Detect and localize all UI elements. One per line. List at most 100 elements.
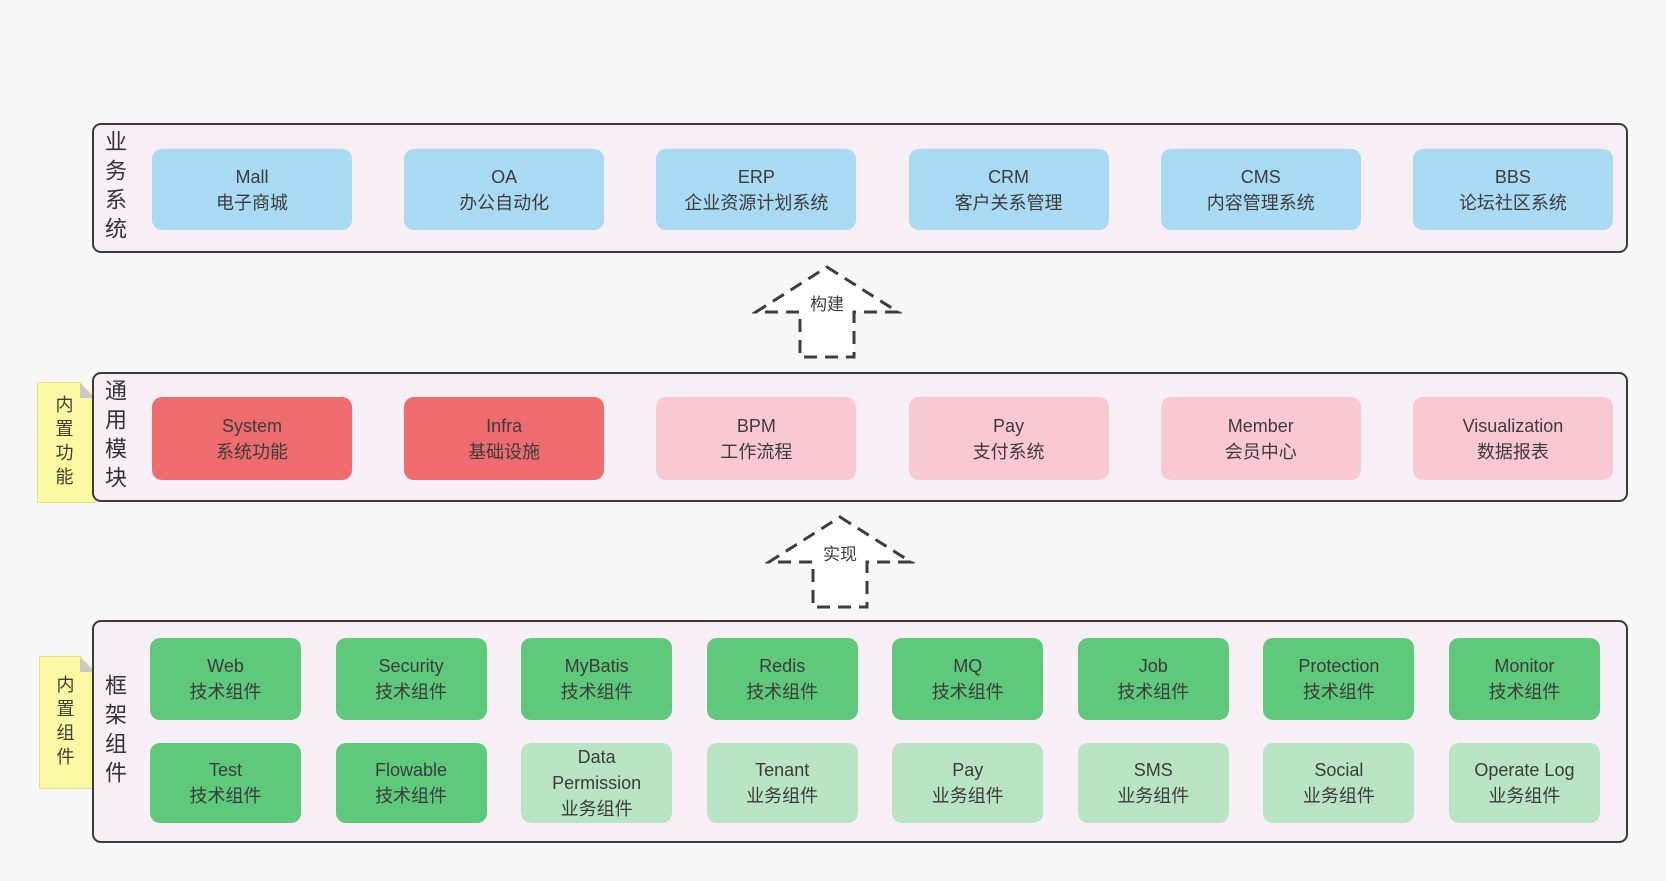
box-subtitle: 技术组件	[1302, 682, 1375, 702]
box-subtitle: 办公自动化	[459, 192, 550, 213]
box-subtitle: 内容管理系统	[1206, 192, 1315, 213]
note-built-in-components-label: 内置组件	[54, 674, 75, 771]
box-subtitle: 业务组件	[1117, 786, 1190, 806]
box-title: Test	[208, 760, 242, 780]
box-title: Redis	[759, 656, 806, 676]
box-title: Job	[1138, 656, 1168, 676]
box-subtitle: 工作流程	[720, 441, 793, 462]
box-title: Pay	[993, 415, 1025, 436]
box-subtitle: 技术组件	[189, 682, 262, 702]
box-title: Data Permission	[552, 747, 642, 793]
box-pay: Pay 支付系统	[908, 397, 1109, 480]
box-subtitle: 技术组件	[375, 786, 448, 806]
box-subtitle: 支付系统	[972, 441, 1045, 462]
box-subtitle: 基础设施	[468, 441, 541, 462]
box-title: BPM	[736, 415, 776, 436]
common-modules-row: System 系统功能 Infra 基础设施 BPM 工作流程 Pay 支付系统…	[152, 397, 1613, 480]
box-subtitle: 数据报表	[1476, 441, 1549, 462]
box-title: Mall	[235, 166, 269, 187]
box-subtitle: 技术组件	[189, 786, 262, 806]
box-subtitle: 业务组件	[931, 786, 1004, 806]
box-title: CMS	[1240, 166, 1281, 187]
box-web: Web 技术组件	[150, 638, 301, 720]
box-title: Operate Log	[1474, 760, 1575, 780]
box-social: Social 业务组件	[1263, 743, 1415, 823]
build-arrow: 构建	[752, 264, 902, 360]
box-subtitle: 会员中心	[1224, 441, 1297, 462]
box-job: Job 技术组件	[1077, 638, 1229, 720]
box-redis: Redis 技术组件	[706, 638, 858, 720]
box-title: SMS	[1133, 760, 1173, 780]
box-title: Flowable	[375, 760, 448, 780]
box-bpm: BPM 工作流程	[656, 397, 857, 480]
box-subtitle: 业务组件	[1488, 786, 1561, 806]
box-title: OA	[491, 166, 518, 187]
panel-business-systems-label: 业务系统	[102, 130, 127, 246]
box-title: Monitor	[1494, 656, 1555, 676]
box-infra: Infra 基础设施	[404, 397, 605, 480]
box-member: Member 会员中心	[1160, 397, 1361, 480]
box-title: MQ	[953, 656, 983, 676]
box-sms: SMS 业务组件	[1077, 743, 1229, 823]
panel-framework-components-label: 框架组件	[102, 673, 127, 790]
box-subtitle: 技术组件	[1117, 682, 1190, 702]
box-title: Pay	[952, 760, 984, 780]
panel-common-modules-label: 通用模块	[102, 379, 127, 495]
implement-arrow-label: 实现	[820, 544, 860, 566]
box-title: Web	[207, 656, 244, 676]
box-monitor: Monitor 技术组件	[1448, 638, 1600, 720]
box-mybatis: MyBatis 技术组件	[521, 638, 673, 720]
box-flowable: Flowable 技术组件	[335, 743, 487, 823]
box-subtitle: 业务组件	[1302, 786, 1375, 806]
box-security: Security 技术组件	[335, 638, 487, 720]
business-systems-row: Mall 电子商城 OA 办公自动化 ERP 企业资源计划系统 CRM 客户关系…	[152, 149, 1613, 230]
box-mall: Mall 电子商城	[152, 149, 352, 230]
panel-business-systems: 业务系统 Mall 电子商城 OA 办公自动化 ERP 企业资源计划系统 CRM…	[92, 123, 1628, 253]
box-title: Member	[1227, 415, 1294, 436]
box-system: System 系统功能	[152, 397, 352, 480]
box-title: Visualization	[1462, 415, 1564, 436]
panel-common-modules: 通用模块 System 系统功能 Infra 基础设施 BPM 工作流程 Pay…	[92, 372, 1628, 502]
box-subtitle: 技术组件	[1488, 682, 1561, 702]
box-crm: CRM 客户关系管理	[908, 149, 1109, 230]
box-bbs: BBS 论坛社区系统	[1412, 149, 1613, 230]
box-subtitle: 技术组件	[931, 682, 1004, 702]
box-subtitle: 技术组件	[746, 682, 819, 702]
box-visualization: Visualization 数据报表	[1412, 397, 1613, 480]
note-built-in-components: 内置组件	[39, 656, 96, 789]
box-subtitle: 论坛社区系统	[1458, 192, 1567, 213]
box-title: Infra	[486, 415, 523, 436]
box-title: Tenant	[755, 760, 810, 780]
box-operate-log: Operate Log 业务组件	[1448, 743, 1600, 823]
box-pay-component: Pay 业务组件	[892, 743, 1044, 823]
box-title: Social	[1314, 760, 1364, 780]
box-subtitle: 技术组件	[375, 682, 448, 702]
note-built-in-features: 内置功能	[37, 382, 96, 503]
box-mq: MQ 技术组件	[892, 638, 1044, 720]
box-title: ERP	[737, 166, 775, 187]
box-title: CRM	[988, 166, 1030, 187]
box-erp: ERP 企业资源计划系统	[656, 149, 857, 230]
box-protection: Protection 技术组件	[1263, 638, 1415, 720]
box-tenant: Tenant 业务组件	[706, 743, 858, 823]
box-subtitle: 业务组件	[560, 799, 633, 819]
panel-framework-components: 框架组件 Web 技术组件 Security 技术组件 MyBatis 技术组件…	[92, 620, 1628, 843]
box-title: Security	[378, 656, 444, 676]
box-subtitle: 企业资源计划系统	[684, 192, 829, 213]
framework-row-1: Web 技术组件 Security 技术组件 MyBatis 技术组件 Redi…	[150, 638, 1600, 720]
box-title: Protection	[1298, 656, 1380, 676]
box-subtitle: 系统功能	[216, 441, 288, 462]
box-subtitle: 电子商城	[216, 192, 288, 213]
box-data-permission: Data Permission 业务组件	[521, 743, 673, 823]
box-title: System	[221, 415, 282, 436]
build-arrow-label: 构建	[807, 294, 847, 316]
box-title: MyBatis	[564, 656, 629, 676]
box-cms: CMS 内容管理系统	[1160, 149, 1361, 230]
box-subtitle: 客户关系管理	[954, 192, 1063, 213]
box-subtitle: 业务组件	[746, 786, 819, 806]
framework-row-2: Test 技术组件 Flowable 技术组件 Data Permission …	[150, 743, 1600, 823]
box-test: Test 技术组件	[150, 743, 301, 823]
box-title: BBS	[1494, 166, 1531, 187]
note-built-in-features-label: 内置功能	[53, 394, 74, 491]
